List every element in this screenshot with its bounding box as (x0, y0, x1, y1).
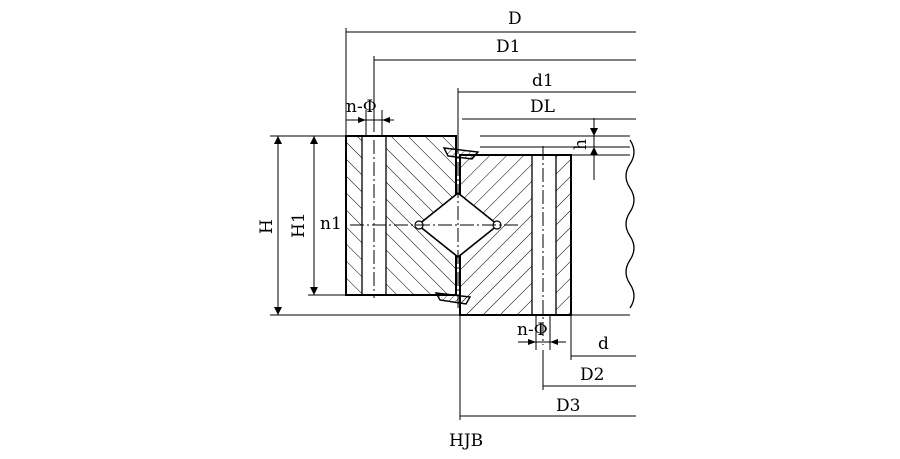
label-n-phi-bottom: n-Φ (517, 320, 548, 340)
dimension-d: d (570, 315, 636, 360)
seal-bottom (434, 292, 472, 305)
dimension-n-phi-bottom: n-Φ (517, 315, 566, 350)
label-D3: D3 (556, 396, 580, 416)
dimension-H1: H1 (289, 135, 346, 296)
dimension-D: D (345, 9, 636, 136)
label-n-phi-top: n-Φ (346, 97, 377, 117)
label-D2: D2 (580, 365, 604, 385)
label-n1: n1 (320, 214, 342, 234)
label-D: D (508, 9, 522, 29)
raceway (350, 140, 520, 310)
dimension-D3: D3 (459, 310, 636, 420)
dimension-D2: D2 (542, 350, 636, 390)
label-d1: d1 (532, 71, 554, 91)
inner-ring-section (459, 146, 572, 345)
label-H: H (257, 219, 277, 234)
dimension-n-phi-top: n-Φ (346, 97, 394, 136)
gear-teeth-edge (480, 135, 635, 316)
model-label: HJB (449, 431, 483, 451)
seal-top (442, 147, 480, 160)
label-h: h (571, 139, 591, 150)
label-D1: D1 (496, 37, 520, 57)
dimension-D1: D1 (373, 37, 636, 118)
dimension-d1: d1 (457, 71, 636, 140)
label-H1: H1 (289, 212, 309, 238)
dimension-DL: DL (462, 97, 636, 120)
label-d: d (598, 334, 609, 354)
dimension-h: h (571, 118, 598, 180)
label-DL: DL (530, 97, 555, 117)
dimension-n1: n1 (320, 214, 342, 234)
